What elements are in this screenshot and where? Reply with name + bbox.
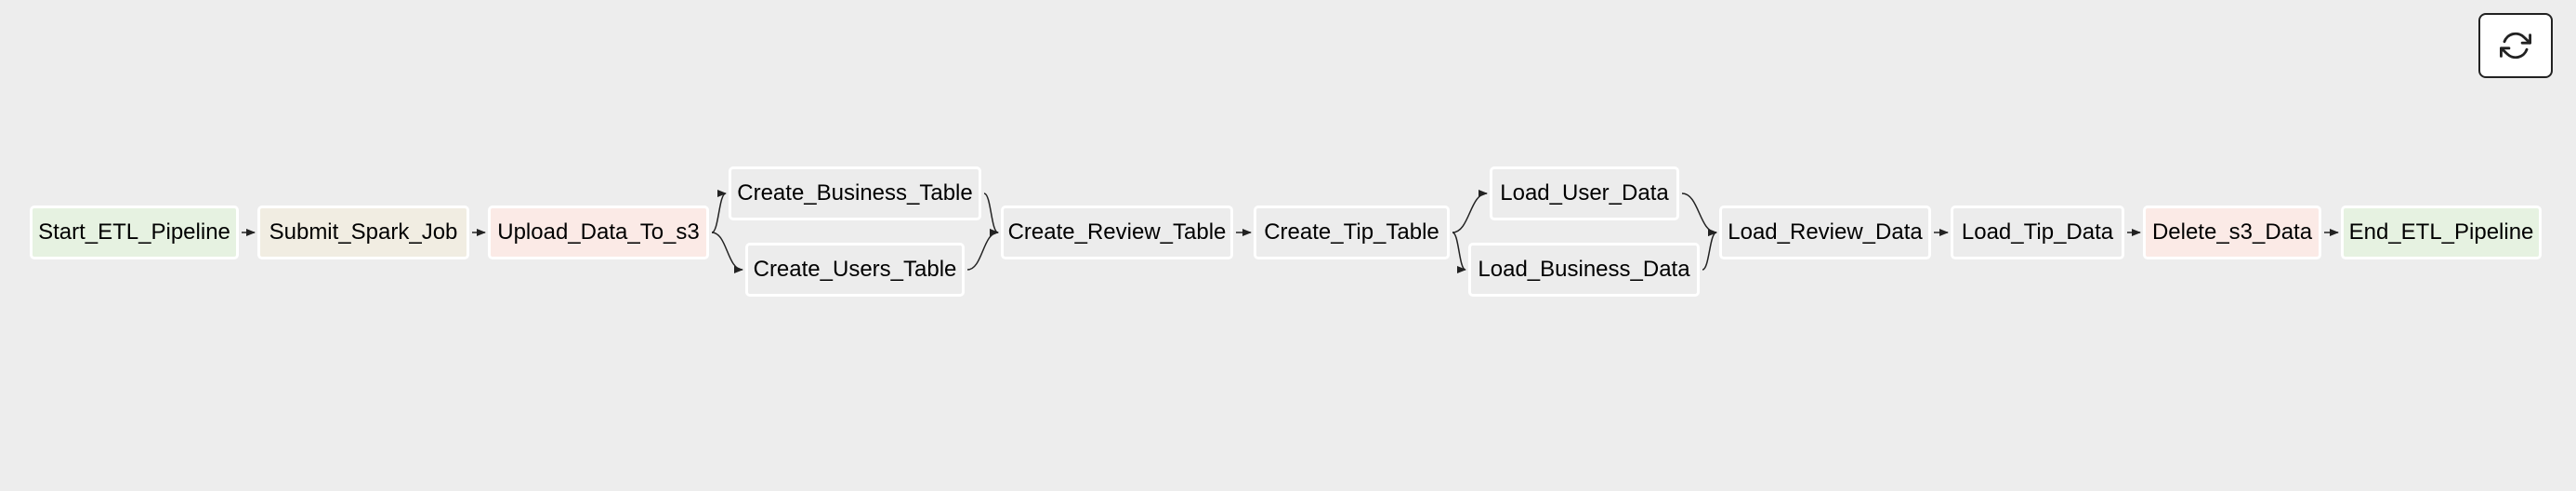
edge-create-tip-table-to-load-user-data [1452,190,1488,233]
node-create-tip-table[interactable]: Create_Tip_Table [1254,206,1450,259]
node-start-etl-pipeline[interactable]: Start_ETL_Pipeline [30,206,239,259]
edge-create-business-table-to-create-review-table [983,192,999,236]
edge-create-tip-table-to-load-business-data [1452,232,1466,273]
node-submit-spark-job[interactable]: Submit_Spark_Job [257,206,469,259]
node-create-users-table[interactable]: Create_Users_Table [745,243,965,297]
node-create-review-table[interactable]: Create_Review_Table [1001,206,1233,259]
node-upload-data-to-s3[interactable]: Upload_Data_To_s3 [488,206,709,259]
node-end-etl-pipeline[interactable]: End_ETL_Pipeline [2341,206,2542,259]
edge-create-users-table-to-create-review-table [966,229,999,271]
node-create-business-table[interactable]: Create_Business_Table [729,166,981,220]
node-load-business-data[interactable]: Load_Business_Data [1468,243,1700,297]
edge-upload-data-to-s3-to-create-business-table [711,190,727,233]
node-delete-s3-data[interactable]: Delete_s3_Data [2143,206,2321,259]
refresh-button[interactable] [2478,13,2553,78]
node-load-review-data[interactable]: Load_Review_Data [1719,206,1931,259]
edge-load-business-data-to-load-review-data [1702,229,1717,271]
refresh-icon [2500,30,2531,61]
edge-load-user-data-to-load-review-data [1681,192,1717,236]
node-load-user-data[interactable]: Load_User_Data [1490,166,1679,220]
edge-upload-data-to-s3-to-create-users-table [711,232,743,273]
node-load-tip-data[interactable]: Load_Tip_Data [1951,206,2124,259]
